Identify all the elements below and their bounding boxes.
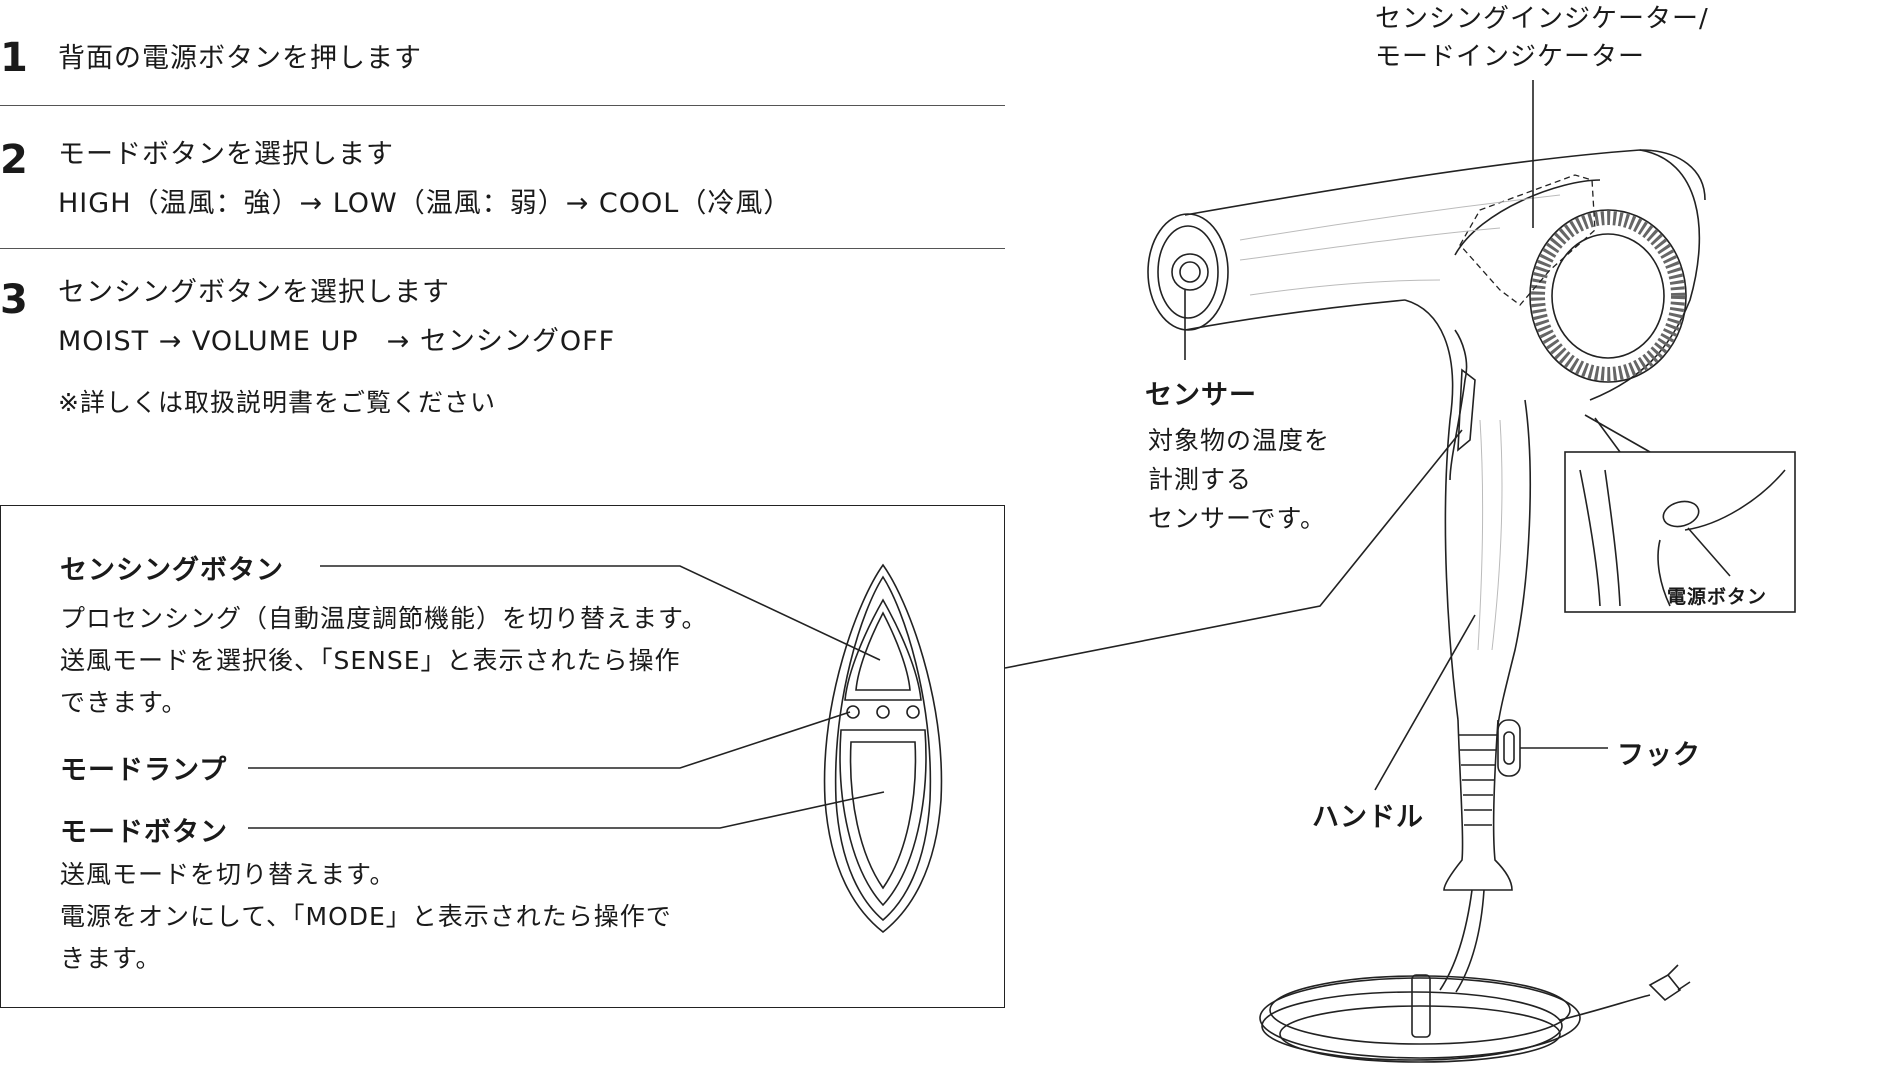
sensing-button-desc-3: できます。 bbox=[60, 688, 188, 717]
step-2-modes: HIGH（温風：強）→ LOW（温風：弱）→ COOL（冷風） bbox=[58, 188, 792, 219]
mode-button-desc-2: 電源をオンにして、「MODE」と表示されたら操作で bbox=[60, 902, 672, 931]
step-1-number: 1 bbox=[0, 35, 28, 81]
handle-label: ハンドル bbox=[1312, 802, 1424, 833]
rear-intake bbox=[1531, 211, 1685, 381]
step-1-text: 背面の電源ボタンを押します bbox=[58, 43, 422, 74]
mode-button-desc-3: きます。 bbox=[60, 944, 162, 973]
step-2-number: 2 bbox=[0, 137, 28, 183]
sensor-desc-3: センサーです。 bbox=[1148, 504, 1327, 533]
indicator-label-1: センシングインジケーター/ bbox=[1375, 4, 1709, 34]
hook-label: フック bbox=[1617, 740, 1701, 771]
mode-button-title: モードボタン bbox=[60, 817, 228, 848]
step-3-number: 3 bbox=[0, 277, 28, 323]
power-button-label: 電源ボタン bbox=[1667, 586, 1768, 608]
indicator-label-2: モードインジケーター bbox=[1375, 42, 1646, 72]
sensing-button-desc-2: 送風モードを選択後、「SENSE」と表示されたら操作 bbox=[60, 646, 681, 675]
sensor-desc-1: 対象物の温度を bbox=[1148, 426, 1331, 455]
step-2-text: モードボタンを選択します bbox=[58, 139, 394, 170]
sensor-title: センサー bbox=[1145, 380, 1257, 411]
manual-note: ※詳しくは取扱説明書をご覧ください bbox=[58, 388, 496, 417]
hair-dryer-illustration bbox=[1147, 149, 1706, 1063]
cord-tie bbox=[1411, 974, 1431, 1038]
control-panel-box bbox=[0, 505, 1005, 1008]
leader-line-handle bbox=[1374, 614, 1476, 791]
sensor-desc-2: 計測する bbox=[1148, 465, 1253, 494]
power-button-icon bbox=[1662, 500, 1700, 528]
handle-panel bbox=[1457, 368, 1476, 452]
plug-icon bbox=[1648, 973, 1682, 1002]
inset-pointer bbox=[1584, 414, 1651, 453]
step-3-text: センシングボタンを選択します bbox=[58, 277, 450, 308]
sensing-button-title: センシングボタン bbox=[60, 555, 284, 586]
sensing-button-desc-1: プロセンシング（自動温度調節機能）を切り替えます。 bbox=[60, 604, 708, 633]
mode-button-desc-1: 送風モードを切り替えます。 bbox=[60, 860, 396, 889]
indicator-area bbox=[1459, 174, 1596, 306]
step-3-modes: MOIST → VOLUME UP → センシングOFF bbox=[58, 326, 616, 357]
mode-lamp-title: モードランプ bbox=[60, 755, 228, 786]
divider bbox=[0, 105, 1005, 106]
sensor-icon bbox=[1171, 253, 1209, 291]
hook-icon bbox=[1497, 719, 1521, 777]
divider bbox=[0, 248, 1005, 249]
nozzle-ellipse bbox=[1147, 213, 1229, 331]
